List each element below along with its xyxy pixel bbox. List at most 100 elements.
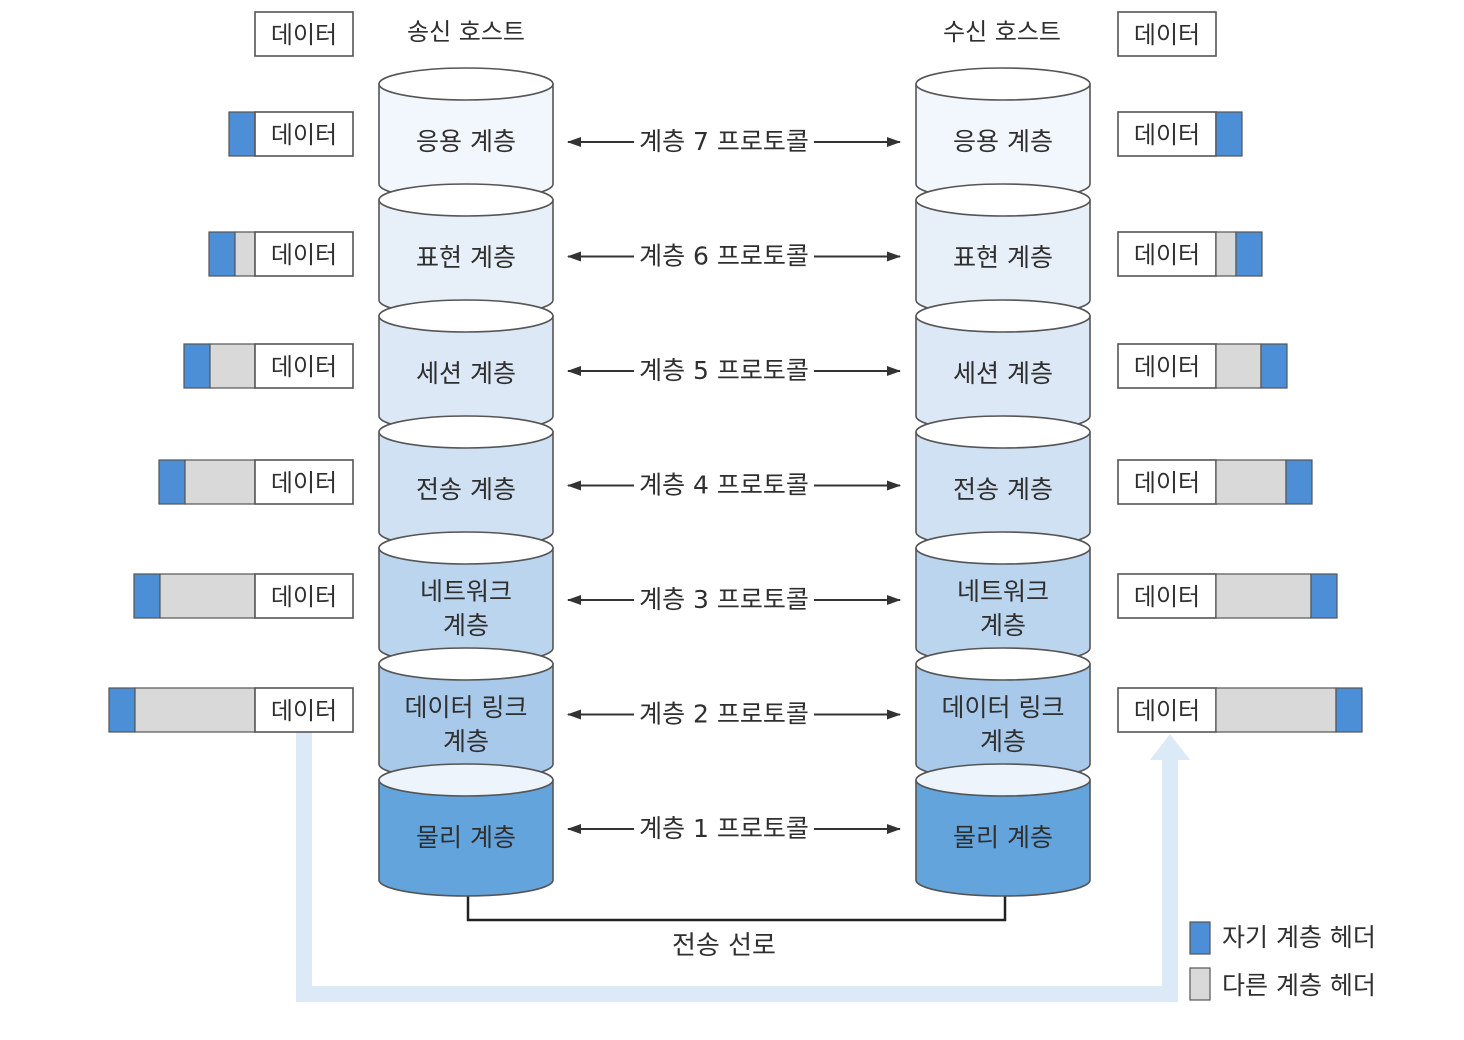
sender-packet-row-2: 데이터	[208, 231, 354, 277]
layer-name: 데이터 링크	[942, 693, 1065, 722]
sender-packet-row-6: 데이터	[108, 687, 354, 733]
own-header-segment	[228, 111, 256, 157]
receiver-layer-1: 물리 계층	[915, 763, 1091, 897]
own-header-segment	[1260, 343, 1288, 389]
own-header-segment	[158, 459, 186, 505]
sender-packet-row-5: 데이터	[133, 573, 354, 619]
other-header-segment	[1215, 687, 1337, 733]
sender-layer-6: 표현 계층	[378, 183, 554, 317]
legend-own-header-swatch	[1189, 921, 1211, 955]
other-header-segment	[1215, 459, 1287, 505]
layer-name: 물리 계층	[953, 823, 1053, 852]
cylinder-body	[915, 663, 1091, 781]
receiver-data-top-box	[1117, 11, 1217, 57]
cylinder-top	[378, 415, 554, 449]
protocol-label: 계층 5 프로토콜	[639, 356, 809, 385]
cylinder-top	[915, 67, 1091, 101]
receiver-packet-row-6: 데이터	[1117, 687, 1363, 733]
protocol-label: 계층 7 프로토콜	[639, 127, 809, 156]
sender-data-top-label: 데이터	[271, 21, 337, 49]
own-header-segment	[208, 231, 236, 277]
layer-name: 네트워크	[957, 577, 1049, 606]
receiver-data-top-label: 데이터	[1134, 21, 1200, 49]
data-segment-label: 데이터	[1134, 469, 1200, 497]
layer-name: 표현 계층	[953, 243, 1053, 272]
cylinder-top	[378, 183, 554, 217]
cylinder-body	[915, 779, 1091, 897]
other-header-segment	[159, 573, 256, 619]
data-segment	[1117, 687, 1217, 733]
layer-name: 물리 계층	[416, 823, 516, 852]
cylinder-top	[915, 299, 1091, 333]
data-segment-label: 데이터	[271, 241, 337, 269]
data-segment	[1117, 573, 1217, 619]
layer-name: 응용 계층	[953, 127, 1053, 156]
sender-packet-row-3: 데이터	[183, 343, 354, 389]
sender-layer-5: 세션 계층	[378, 299, 554, 433]
receiver-layer-5: 세션 계층	[915, 299, 1091, 433]
own-header-segment	[183, 343, 211, 389]
own-header-segment	[1215, 111, 1243, 157]
own-header-segment	[108, 687, 136, 733]
protocol-label: 계층 1 프로토콜	[639, 814, 809, 843]
other-header-segment	[1215, 573, 1312, 619]
own-header-segment	[1310, 573, 1338, 619]
data-segment	[254, 573, 354, 619]
legend-own-header-label: 자기 계층 헤더	[1222, 923, 1376, 952]
data-segment-label: 데이터	[271, 583, 337, 611]
sender-packet-row-4: 데이터	[158, 459, 354, 505]
data-segment-label: 데이터	[1134, 121, 1200, 149]
data-flow-arrowhead	[1150, 734, 1190, 760]
receiver-packet-row-3: 데이터	[1117, 343, 1288, 389]
data-segment-label: 데이터	[271, 697, 337, 725]
data-segment	[1117, 343, 1217, 389]
data-segment	[254, 231, 354, 277]
receiver-host-title: 수신 호스트	[943, 18, 1061, 46]
cylinder-top	[915, 647, 1091, 681]
cylinder-top	[378, 67, 554, 101]
own-header-segment	[133, 573, 161, 619]
other-header-segment	[234, 231, 256, 277]
own-header-segment	[1235, 231, 1263, 277]
receiver-packet-row-2: 데이터	[1117, 231, 1263, 277]
sender-layer-7: 응용 계층	[378, 67, 554, 201]
legend-other-header-swatch	[1189, 967, 1211, 1001]
other-header-segment	[134, 687, 256, 733]
receiver-layer-4: 전송 계층	[915, 415, 1091, 549]
receiver-packet-row-1: 데이터	[1117, 111, 1243, 157]
other-header-segment	[1215, 343, 1262, 389]
sender-packet-row-1: 데이터	[228, 111, 354, 157]
layer-name: 계층	[443, 727, 489, 756]
layer-name: 네트워크	[420, 577, 512, 606]
receiver-packet-row-4: 데이터	[1117, 459, 1313, 505]
own-header-segment	[1285, 459, 1313, 505]
other-header-segment	[184, 459, 256, 505]
data-segment	[254, 459, 354, 505]
layer-name: 계층	[443, 611, 489, 640]
layer-name: 응용 계층	[416, 127, 516, 156]
layer-name: 세션 계층	[416, 359, 516, 388]
data-segment-label: 데이터	[1134, 241, 1200, 269]
receiver-layer-6: 표현 계층	[915, 183, 1091, 317]
cylinder-top	[378, 531, 554, 565]
cylinder-body	[378, 547, 554, 665]
cylinder-top	[915, 183, 1091, 217]
protocol-label: 계층 2 프로토콜	[639, 700, 809, 729]
layer-name: 계층	[980, 727, 1026, 756]
data-segment-label: 데이터	[271, 469, 337, 497]
transmission-line	[466, 884, 1007, 922]
data-segment-label: 데이터	[1134, 583, 1200, 611]
layer-name: 계층	[980, 611, 1026, 640]
data-segment	[254, 343, 354, 389]
data-segment	[254, 111, 354, 157]
data-segment-label: 데이터	[271, 353, 337, 381]
cylinder-top	[378, 763, 554, 797]
own-header-segment	[1335, 687, 1363, 733]
data-segment-label: 데이터	[271, 121, 337, 149]
layer-name: 전송 계층	[953, 475, 1053, 504]
